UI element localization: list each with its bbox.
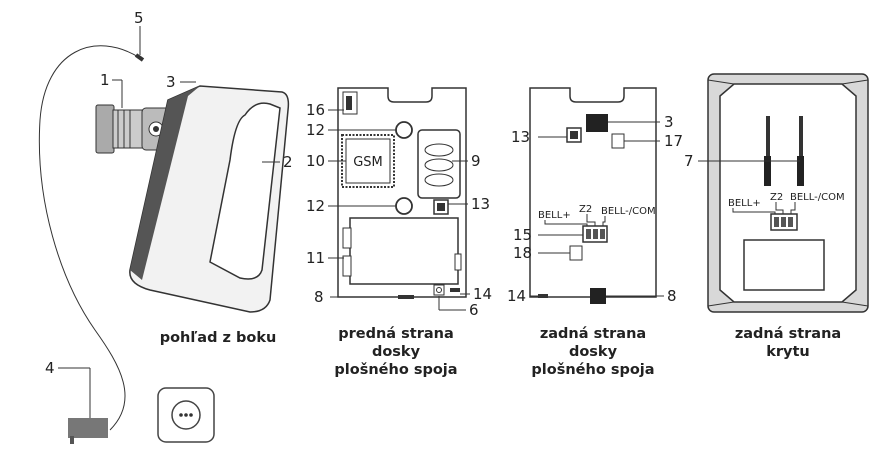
caption-back-line3: plošného spoja — [531, 362, 654, 378]
callout-17: 17 — [664, 132, 683, 150]
socket-hole-left — [179, 413, 183, 417]
caption-side-view: pohľad z boku — [160, 330, 277, 346]
callout-12-bottom: 12 — [306, 197, 325, 215]
battery-compartment — [349, 217, 459, 285]
housing-grip — [209, 102, 281, 280]
guide-rail-7-left — [764, 156, 771, 186]
label-bell-com-cover: BELL-/COM — [790, 192, 845, 203]
caption-cover-line2: krytu — [766, 344, 810, 360]
screw-hole-12-bottom — [395, 197, 413, 215]
housing-side-edge — [130, 86, 200, 280]
power-adapter — [68, 418, 108, 438]
cover-label-window — [743, 239, 825, 291]
led-14-front — [450, 288, 460, 292]
socket-outlet — [171, 400, 201, 430]
callout-13-front: 13 — [471, 195, 490, 213]
bracket-plate — [95, 104, 115, 154]
callout-1: 1 — [100, 71, 110, 89]
callout-11: 11 — [306, 249, 325, 267]
front-board: GSM 16 12 10 9 12 1 — [306, 87, 492, 378]
callout-7: 7 — [684, 152, 694, 170]
callout-3-back: 3 — [664, 113, 674, 131]
caption-front-line1: predná strana — [338, 326, 454, 342]
component-17 — [611, 133, 625, 149]
caption-front-line2: dosky — [372, 344, 421, 360]
antenna-tip — [134, 53, 145, 62]
callout-16: 16 — [306, 101, 325, 119]
label-bell-com-back: BELL-/COM — [601, 206, 656, 217]
caption-back-line2: dosky — [569, 344, 618, 360]
caption-front-line3: plošného spoja — [334, 362, 457, 378]
button-6 — [433, 284, 445, 296]
callout-12-top: 12 — [306, 121, 325, 139]
label-bell-plus-cover: BELL+ — [728, 198, 761, 209]
socket-hole-mid — [184, 413, 188, 417]
component-3-back — [586, 114, 608, 132]
label-bell-plus-back: BELL+ — [538, 210, 571, 221]
component-18 — [569, 245, 583, 261]
callout-3: 3 — [166, 73, 176, 91]
guide-rail-7-right — [797, 156, 804, 186]
adapter-pin — [70, 436, 74, 444]
label-z2-back: Z2 — [579, 204, 592, 215]
antenna-cable — [38, 45, 141, 431]
callout-2: 2 — [283, 153, 293, 171]
back-cover: BELL+ Z2 BELL-/COM 7 zadná strana krytu — [684, 73, 869, 360]
socket-hole-right — [189, 413, 193, 417]
callout-18: 18 — [513, 244, 532, 262]
callout-14-front: 14 — [473, 285, 492, 303]
caption-cover-line1: zadná strana — [735, 326, 841, 342]
label-z2-cover: Z2 — [770, 192, 783, 203]
callout-13-back: 13 — [511, 128, 530, 146]
callout-10: 10 — [306, 152, 325, 170]
led-14-back — [538, 294, 548, 298]
callout-8-front: 8 — [314, 288, 324, 306]
callout-6: 6 — [469, 301, 479, 319]
edge-connector-8-front — [398, 295, 414, 299]
back-board: BELL+ Z2 BELL-/COM 13 3 17 15 18 14 8 za… — [507, 87, 683, 378]
callout-5: 5 — [134, 9, 144, 27]
callout-8-back: 8 — [667, 287, 677, 305]
edge-connector-8-back — [590, 288, 606, 304]
caption-back-line1: zadná strana — [540, 326, 646, 342]
screw-hole-12-top — [395, 121, 413, 139]
side-view: 5 1 3 2 4 pohľad z boku — [38, 9, 293, 444]
callout-15: 15 — [513, 226, 532, 244]
callout-9: 9 — [471, 152, 481, 170]
callout-4: 4 — [45, 359, 55, 377]
gsm-label: GSM — [353, 155, 383, 170]
callout-14-back: 14 — [507, 287, 526, 305]
